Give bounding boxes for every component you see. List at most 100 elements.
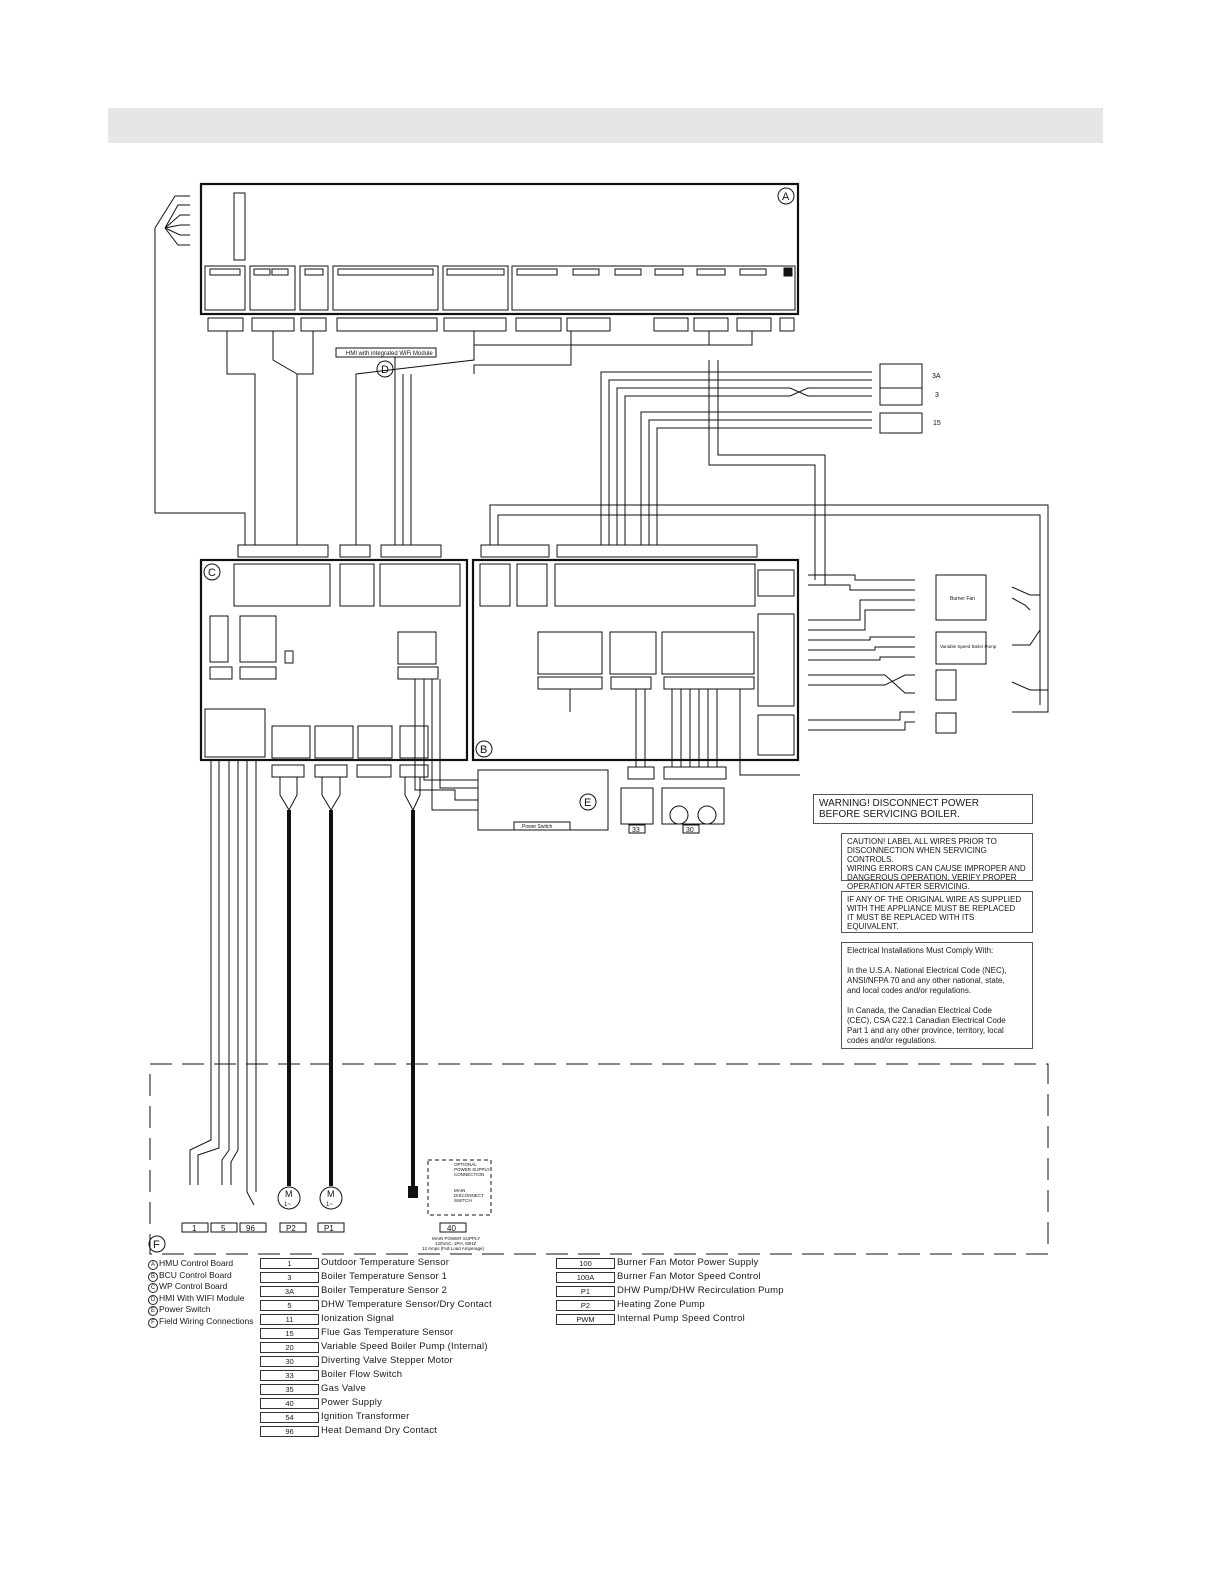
- component-name: Flue Gas Temperature Sensor: [321, 1327, 454, 1338]
- label-main-disconnect-line: MAIN: [454, 1188, 465, 1193]
- component-name: Ionization Signal: [321, 1313, 395, 1324]
- component-name: Gas Valve: [321, 1383, 366, 1394]
- board-badge: F: [148, 1317, 158, 1328]
- replace-wire-note: IF ANY OF THE ORIGINAL WIRE AS SUPPLIED …: [841, 891, 1033, 933]
- board-name: Field Wiring Connections: [159, 1315, 254, 1326]
- label-optional-supply: OPTIONAL POWER SUPPLY CONNECTION: [454, 1162, 491, 1177]
- component-code: PWM: [556, 1314, 615, 1325]
- component-name: Outdoor Temperature Sensor: [321, 1257, 450, 1268]
- component-name: Boiler Temperature Sensor 1: [321, 1271, 448, 1282]
- component-code: 35: [260, 1384, 319, 1395]
- label-main-disconnect-line: SWITCH: [454, 1198, 472, 1203]
- board-badge: E: [148, 1306, 158, 1316]
- warning-note: WARNING! DISCONNECT POWER BEFORE SERVICI…: [813, 794, 1033, 824]
- component-code: 11: [260, 1314, 319, 1325]
- board-c: [199, 558, 469, 762]
- component-code: 96: [260, 1426, 319, 1437]
- component-code: 100: [556, 1258, 615, 1269]
- tag-p2: P2: [286, 1224, 296, 1233]
- label-board-a: A: [782, 191, 790, 203]
- label-hmi-module: HMI with integrated WiFi Module: [346, 351, 433, 357]
- label-board-b: B: [480, 744, 487, 756]
- label-board-d: D: [381, 364, 389, 376]
- caution-note: CAUTION! LABEL ALL WIRES PRIOR TO DISCON…: [841, 833, 1033, 891]
- component-name: Heat Demand Dry Contact: [321, 1425, 438, 1436]
- label-optional-supply-line: POWER SUPPLY: [454, 1167, 490, 1172]
- component-code: 20: [260, 1342, 319, 1353]
- tag-1: 1: [192, 1224, 197, 1233]
- component-code: P2: [556, 1300, 615, 1311]
- label-optional-supply-line: OPTIONAL: [454, 1162, 477, 1167]
- label-board-f: F: [153, 1239, 160, 1251]
- component-name: Heating Zone Pump: [617, 1299, 705, 1310]
- component-name: Variable Speed Boiler Pump (Internal): [321, 1341, 488, 1352]
- component-code: 1: [260, 1258, 319, 1269]
- component-code: 54: [260, 1412, 319, 1423]
- board-badge: C: [148, 1283, 158, 1293]
- component-code: 33: [260, 1370, 319, 1381]
- label-burner-fan: Burner Fan: [950, 596, 975, 602]
- label-main-disconnect: MAIN DISCONNECT SWITCH: [454, 1188, 485, 1203]
- component-name: Ignition Transformer: [321, 1411, 410, 1422]
- code-compliance-note: Electrical Installations Must Comply Wit…: [841, 942, 1033, 1049]
- component-name: Diverting Valve Stepper Motor: [321, 1355, 453, 1366]
- tag-33: 33: [632, 827, 640, 834]
- component-code: P1: [556, 1286, 615, 1297]
- board-a: [199, 182, 800, 316]
- label-board-e: E: [584, 797, 591, 809]
- component-name: DHW Temperature Sensor/Dry Contact: [321, 1299, 492, 1310]
- component-code: 40: [260, 1398, 319, 1409]
- motor-p2-label: M: [285, 1189, 293, 1199]
- board-name: HMI With WIFI Module: [159, 1292, 245, 1303]
- label-board-c: C: [208, 567, 216, 579]
- tag-p1: P1: [324, 1224, 334, 1233]
- tag-96: 96: [246, 1224, 255, 1233]
- label-main-disconnect-line: DISCONNECT: [454, 1193, 484, 1198]
- tag-5: 5: [221, 1224, 226, 1233]
- header-band: [108, 108, 1103, 143]
- board-badge: B: [148, 1271, 158, 1282]
- component-name: DHW Pump/DHW Recirculation Pump: [617, 1285, 784, 1296]
- component-code: 5: [260, 1300, 319, 1311]
- tag-30: 30: [686, 827, 694, 834]
- component-code: 3: [260, 1272, 319, 1283]
- tag-40: 40: [447, 1224, 456, 1233]
- label-optional-supply-line: CONNECTION: [454, 1172, 484, 1177]
- component-code: 3A: [260, 1286, 319, 1297]
- board-name: HMU Control Board: [159, 1258, 234, 1268]
- label-main-power-supply-line: 12 Amps (Full Load Amperage): [422, 1246, 485, 1251]
- component-name: Boiler Temperature Sensor 2: [321, 1285, 448, 1296]
- tag-3a: 3A: [932, 373, 941, 380]
- motor-p1-phase: 1~: [326, 1202, 333, 1208]
- motor-p2-phase: 1~: [284, 1202, 291, 1208]
- board-name: BCU Control Board: [159, 1269, 232, 1280]
- board-badge: D: [148, 1294, 158, 1305]
- component-name: Power Supply: [321, 1397, 383, 1408]
- board-badge: A: [148, 1260, 158, 1270]
- tag-15: 15: [933, 420, 941, 427]
- board-name: WP Control Board: [159, 1281, 228, 1291]
- label-main-power-supply: MAIN POWER SUPPLY 120VAC, 1PH, 60HZ 12 A…: [422, 1236, 485, 1251]
- component-code: 100A: [556, 1272, 615, 1283]
- label-variable-pump: Variable Speed Boiler Pump: [940, 644, 997, 649]
- component-code: 15: [260, 1328, 319, 1339]
- tag-3: 3: [935, 392, 939, 399]
- component-name: Boiler Flow Switch: [321, 1369, 403, 1380]
- label-main-power-supply-line: 120VAC, 1PH, 60HZ: [435, 1241, 476, 1246]
- board-name: Power Switch: [159, 1304, 211, 1314]
- label-main-power-supply-line: MAIN POWER SUPPLY: [432, 1236, 480, 1241]
- label-power-switch: Power Switch: [522, 824, 553, 830]
- component-code: 30: [260, 1356, 319, 1367]
- motor-p1-label: M: [327, 1189, 335, 1199]
- component-name: Burner Fan Motor Speed Control: [617, 1271, 761, 1282]
- component-name: Internal Pump Speed Control: [617, 1313, 745, 1324]
- component-name: Burner Fan Motor Power Supply: [617, 1257, 759, 1268]
